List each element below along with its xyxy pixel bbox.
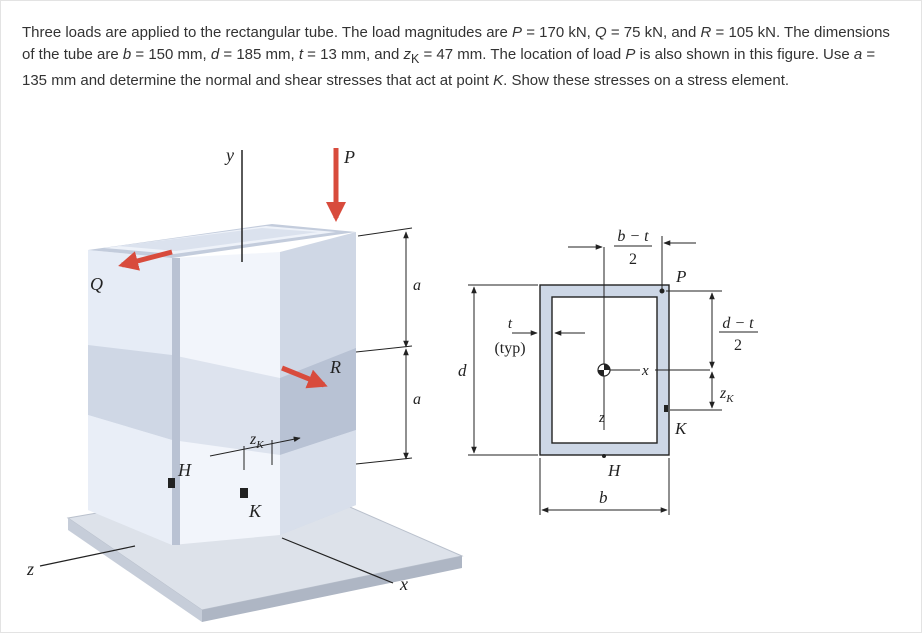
symbol-k: K	[493, 72, 504, 89]
problem-text: = 105 kN. The dimensions of the tube are	[22, 24, 890, 63]
problem-text: = 170 kN,	[522, 24, 596, 41]
zk-label-3d: zK	[249, 431, 264, 451]
point-k-label: K	[248, 501, 262, 521]
point-h-label: H	[177, 460, 192, 480]
tube-left-face	[88, 250, 172, 545]
frac-d-t-denominator: 2	[734, 337, 742, 354]
symbol-t: t	[298, 46, 304, 63]
frac-b-t-denominator: 2	[629, 251, 637, 268]
problem-text: = 150 mm,	[131, 46, 211, 63]
section-point-k-marker	[664, 405, 668, 412]
b-label: b	[599, 488, 608, 507]
dimension-d: d	[458, 284, 538, 456]
point-h-marker	[168, 478, 175, 488]
symbol-r: R	[700, 24, 712, 41]
x-axis-label: x	[399, 574, 408, 594]
t-label: t	[508, 316, 513, 332]
x-axis-line	[281, 537, 394, 584]
typ-label: (typ)	[494, 340, 525, 357]
symbol-p: P	[625, 46, 636, 63]
tube-3d-figure: y z x P Q R a a H K	[26, 145, 464, 622]
problem-text: = 13 mm, and	[303, 46, 404, 63]
z-axis-line	[39, 545, 136, 567]
problem-statement: Three loads are applied to the rectangul…	[22, 22, 902, 92]
dimension-a-bottom-label: a	[413, 391, 421, 408]
section-point-h-label: H	[607, 461, 622, 480]
symbol-q: Q	[595, 24, 607, 41]
tube-top-rim	[88, 224, 356, 258]
load-p-label: P	[343, 147, 355, 167]
problem-text: Three loads are applied to the rectangul…	[22, 24, 513, 41]
load-q-arrow	[118, 249, 173, 271]
z-axis-label: z	[26, 559, 34, 579]
dimension-b: b	[539, 458, 670, 515]
frac-d-t-numerator: d − t	[722, 315, 754, 332]
symbol-d: d	[210, 46, 220, 63]
section-dimension-zk: zK	[670, 371, 734, 411]
load-q-label: Q	[90, 274, 103, 294]
section-zk-label: zK	[719, 385, 734, 405]
symbol-a: a	[853, 46, 863, 63]
dimension-a-top-label: a	[413, 277, 421, 294]
cross-section-figure: z x P K H b − t 2	[458, 228, 758, 515]
centroid-symbol	[597, 363, 611, 377]
d-label: d	[458, 361, 467, 380]
symbol-zk-subscript: K	[410, 52, 420, 66]
dimension-d-minus-t-over-2: d − t 2	[666, 290, 758, 369]
point-k-marker	[240, 488, 248, 498]
section-load-p-label: P	[675, 267, 686, 286]
symbol-p: P	[512, 24, 523, 41]
problem-text: = 75 kN, and	[606, 24, 701, 41]
section-point-h-marker	[602, 454, 606, 458]
problem-text: = 47 mm. The location of load	[419, 46, 626, 63]
section-x-axis-label: x	[641, 363, 649, 379]
dimension-t-typ: t (typ)	[494, 316, 585, 357]
symbol-zk: z	[403, 46, 411, 63]
problem-text: = 185 mm,	[219, 46, 299, 63]
problem-text: is also shown in this figure. Use	[635, 46, 854, 63]
y-axis-label: y	[224, 145, 234, 165]
frac-b-t-numerator: b − t	[617, 228, 649, 245]
load-r-arrow	[281, 365, 328, 389]
tube-front-face	[172, 252, 280, 545]
problem-text: . Show these stresses on a stress elemen…	[503, 72, 790, 89]
load-r-label: R	[329, 357, 341, 377]
dimension-b-minus-t-over-2: b − t 2	[568, 228, 696, 290]
dimension-zk: zK	[209, 431, 301, 470]
problem-text: = 135 mm and determine the normal and sh…	[22, 46, 876, 89]
section-load-p-point	[659, 288, 665, 294]
symbol-b: b	[122, 46, 132, 63]
dimension-a: a a	[355, 227, 421, 465]
section-point-k-label: K	[674, 419, 688, 438]
section-z-axis-label: z	[598, 410, 605, 426]
